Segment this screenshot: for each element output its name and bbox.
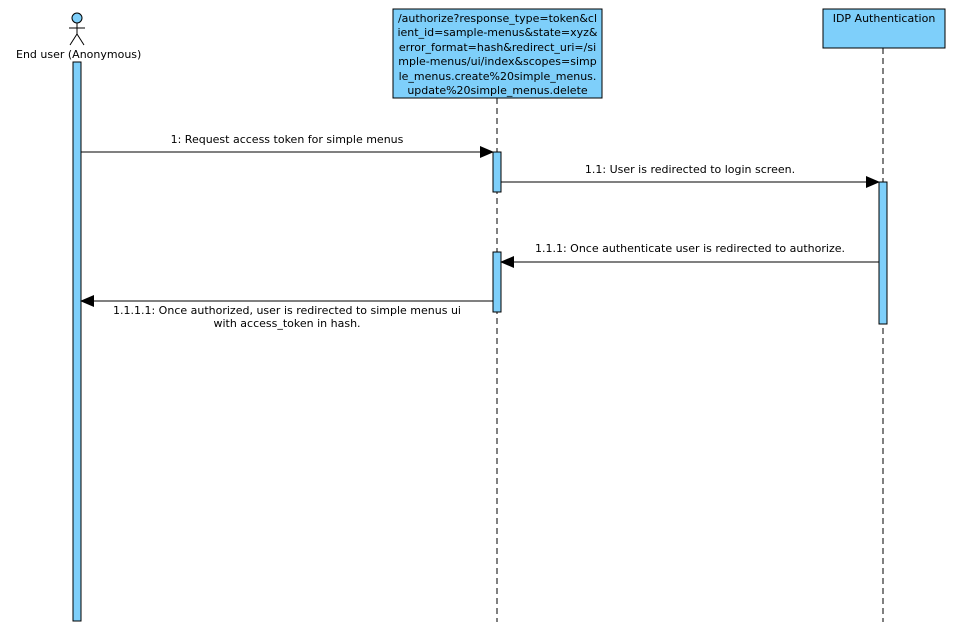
participant-label-authorize-line: update%20simple_menus.delete <box>407 84 588 98</box>
activation-bar-authorize-1 <box>492 151 502 193</box>
participant-label-authorize-line: error_format=hash&redirect_uri=/si <box>398 40 597 54</box>
actor-stick-figure-icon[interactable] <box>69 12 85 46</box>
activation-bar-idp <box>878 181 888 325</box>
message-label-1-1-1-1-line2: with access_token in hash. <box>213 317 361 330</box>
message-label-1-1: 1.1: User is redirected to login screen. <box>584 163 796 176</box>
participant-label-authorize-line: le_menus.create%20simple_menus. <box>398 69 597 83</box>
message-label-1-1-1-1: 1.1.1.1: Once authorized, user is redire… <box>81 304 493 330</box>
participant-label-authorize: /authorize?response_type=token&cl ient_i… <box>393 12 602 98</box>
participant-box-authorize[interactable] <box>392 8 603 99</box>
participant-label-end-user: End user (Anonymous) <box>16 48 142 61</box>
participant-label-authorize-line: mple-menus/ui/index&scopes=simp <box>398 55 597 69</box>
message-label-1: 1: Request access token for simple menus <box>170 133 404 146</box>
activation-bar-end-user <box>72 61 82 622</box>
participant-label-authorize-line: ient_id=sample-menus&state=xyz& <box>397 26 598 40</box>
participant-label-idp: IDP Authentication <box>832 12 936 25</box>
activation-bar-authorize-2 <box>492 251 502 313</box>
participant-box-idp[interactable] <box>822 8 946 49</box>
message-label-1-1-1: 1.1.1: Once authenticate user is redirec… <box>534 242 845 255</box>
participant-label-authorize-line: /authorize?response_type=token&cl <box>397 12 598 25</box>
message-label-1-1-1-1-line1: 1.1.1.1: Once authorized, user is redire… <box>113 304 461 317</box>
